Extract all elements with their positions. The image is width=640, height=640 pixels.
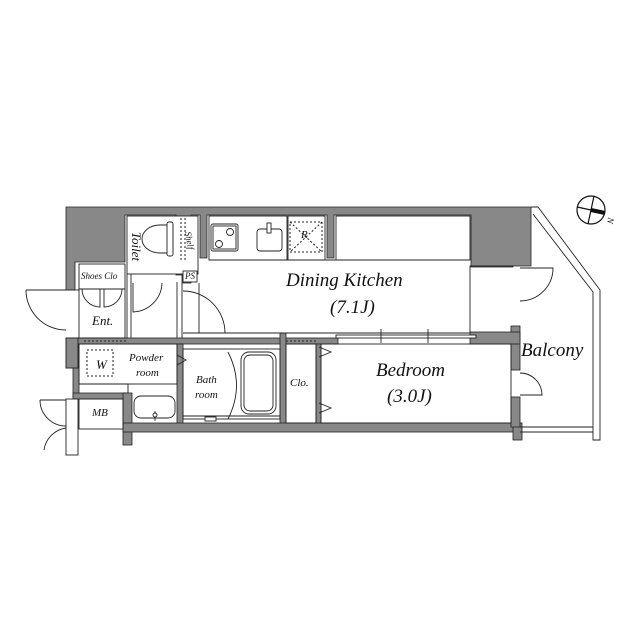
washer-label: W	[96, 357, 107, 372]
shoes-closet-label: Shoes Clo	[81, 271, 118, 281]
powder-room-label-2: room	[136, 367, 159, 379]
wall-clo-left	[279, 332, 287, 427]
wall-mb-top	[72, 392, 129, 400]
shoes-closet	[78, 263, 126, 290]
balcony-label: Balcony	[521, 340, 584, 361]
entrance-label: Ent.	[92, 313, 114, 328]
dining-kitchen-label: Dining Kitchen	[286, 270, 403, 291]
bottom-wall	[122, 422, 522, 433]
ps-label: PS	[185, 271, 195, 281]
compass-north-label: N	[605, 216, 616, 225]
bath-room-label: Bath	[196, 374, 217, 386]
closet-label: Clo.	[290, 377, 309, 389]
ps-box	[182, 270, 198, 283]
wall-mb-right	[122, 392, 133, 446]
refrigerator-label: R	[301, 229, 308, 241]
north-arrow-icon	[576, 195, 606, 225]
dining-kitchen-size: (7.1J)	[330, 297, 375, 318]
shelf-label: Shelf	[183, 230, 196, 251]
bedroom-label: Bedroom	[376, 360, 445, 381]
wall-dk-bed-right	[469, 331, 521, 345]
dk-upper-niche	[335, 215, 471, 261]
toilet-label: Toilet	[129, 231, 145, 262]
meter-box-label: MB	[92, 407, 108, 419]
wall-right-2	[510, 396, 521, 428]
bedroom-size: (3.0J)	[387, 386, 432, 407]
powder-room-label: Powder	[129, 352, 164, 364]
bath-room-label-2: room	[195, 389, 218, 401]
